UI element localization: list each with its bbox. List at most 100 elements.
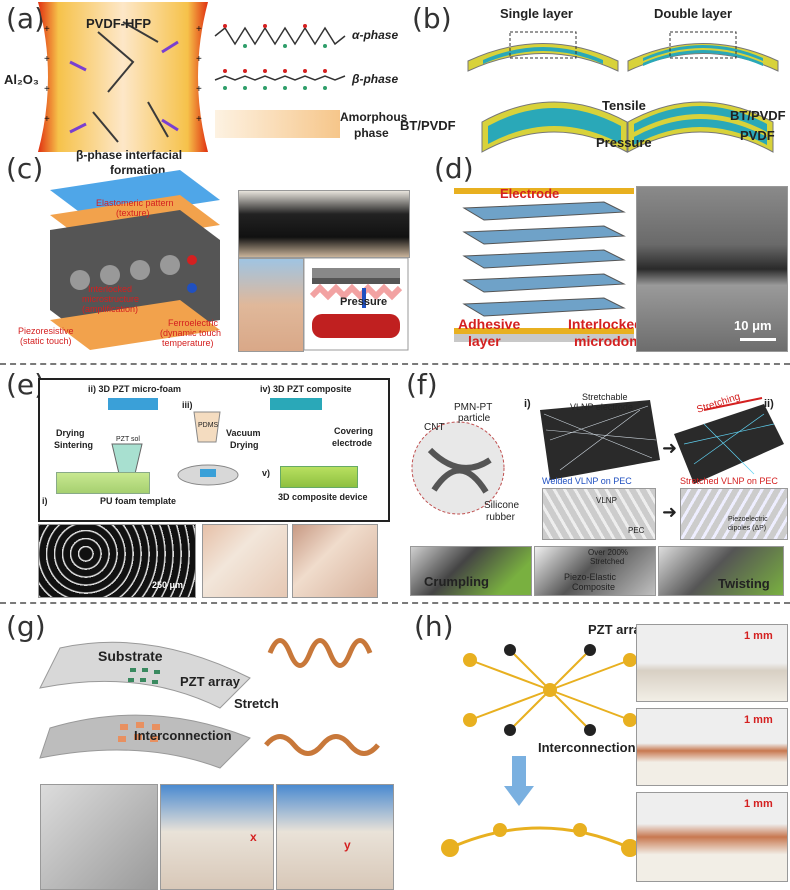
interlocked-label-1: Interlocked [88, 284, 133, 294]
pzt-array-network [463, 644, 637, 736]
composite-label-2: Composite [572, 582, 616, 592]
substrate-label: Substrate [98, 648, 163, 664]
crumpling-photo [410, 546, 532, 596]
over-200-label-2: Stretched [590, 557, 625, 566]
covering-electrode-label: electrode [332, 438, 373, 448]
sem-scale-bar [740, 338, 776, 341]
panel-label-a: (a) [6, 2, 46, 35]
stretched-photo [534, 546, 656, 596]
stretched-vlnp-image [680, 488, 788, 540]
alpha-chain [214, 24, 346, 48]
crumpling-label: Crumpling [424, 574, 489, 589]
svg-text:+: + [196, 84, 202, 95]
pu-foam-label: PU foam template [100, 496, 177, 506]
pec-label: PEC [636, 466, 655, 476]
double-layer-label: Double layer [654, 6, 733, 21]
down-arrow [504, 756, 534, 806]
foam-scale-label: 250 μm [152, 580, 184, 590]
pmn-pt-label-2: particle [458, 413, 491, 424]
stretchable-label-1: Stretchable [582, 392, 628, 402]
pvdf-interface-schematic: ++++ ++++ [38, 2, 208, 152]
scale-label-1: 1 mm [744, 630, 773, 642]
interlocked-label-3: (amplification) [82, 304, 139, 314]
svg-text:+: + [196, 24, 202, 35]
micro-foam-block [108, 398, 158, 410]
scale-label-2: 1 mm [744, 714, 773, 726]
step-3-label: iii) [182, 400, 193, 410]
adhesive-label-2: layer [468, 333, 501, 349]
amorphous-label-2: phase [354, 126, 389, 140]
y-axis-label: y [344, 838, 351, 852]
drying-label: Drying [56, 428, 85, 438]
panel-label-c: (c) [6, 152, 44, 185]
vacuum-label: Vacuum [226, 428, 261, 438]
x-axis-label: x [250, 830, 257, 844]
pzt-sol-label: PZT sol [116, 436, 140, 443]
vlnp-on-pec [540, 400, 660, 480]
piezoresistive-label-2: (static touch) [20, 336, 72, 346]
svg-text:+: + [44, 54, 50, 65]
step-i-label: i) [524, 398, 531, 410]
interlocked-label-2: microstructure [82, 294, 140, 304]
pressure-label-c: Pressure [340, 296, 388, 308]
pu-foam-block [56, 472, 150, 494]
tensile-label: Tensile [602, 98, 646, 113]
pressure-label: Pressure [596, 135, 652, 150]
interlocked-microdome-2: microdome [574, 333, 650, 349]
scale-label-3: 1 mm [744, 798, 773, 810]
step-1-label: i) [42, 496, 48, 506]
interconnection-label-h: Interconnection [538, 740, 636, 755]
pdms-label: PDMS [198, 422, 219, 429]
device-block [280, 466, 358, 488]
panel-label-f: (f) [406, 368, 438, 401]
double-layer-zoom [627, 101, 774, 153]
stretchable-label-2: VLNP electrode [570, 402, 633, 412]
wrist-photo [238, 258, 304, 352]
pdms-cup [193, 411, 221, 443]
panel-f: (f) PMN-PT particle CNT Silicone rubber … [400, 366, 790, 596]
material-label: PVDF-HFP [86, 16, 151, 31]
stretched-electrode [674, 397, 784, 484]
composite-zoom-circle [411, 421, 505, 515]
panel-label-d: (d) [434, 152, 474, 185]
elastomeric-label-2: (texture) [116, 208, 150, 218]
serpentine-stretched [264, 734, 380, 756]
panel-label-b: (b) [412, 2, 452, 35]
array-photo-3 [276, 784, 394, 890]
device-on-skin-photo-2 [292, 524, 378, 598]
electrode-label: Electrode [500, 186, 560, 201]
panel-a: (a) ++++ ++++ PVDF-H [0, 0, 407, 177]
elastomeric-label-1: Elastomeric pattern [96, 198, 174, 208]
serpentine-unstretched [267, 638, 373, 668]
twisting-photo [658, 546, 784, 596]
piezoresistive-label-1: Piezoresistive [18, 326, 74, 336]
beta-chain [214, 69, 346, 90]
divider-1 [0, 363, 790, 365]
beta-label: β-phase [352, 72, 399, 86]
ferroelectric-label-1: Ferroelectric [168, 318, 219, 328]
panel-label-h: (h) [414, 610, 454, 643]
stretch-label: Stretch [234, 696, 279, 711]
array-photo-1 [40, 784, 158, 890]
step-ii-label: ii) [764, 398, 774, 410]
sintering-label: Sintering [54, 440, 94, 450]
amorphous-swatch [215, 110, 340, 138]
device-label: 3D composite device [278, 492, 368, 502]
arrow-1: ➜ [662, 438, 678, 458]
sem-scale-label: 10 μm [734, 318, 772, 333]
interconnection-label-g: Interconnection [134, 728, 232, 743]
microdome-stack [454, 188, 634, 342]
substrate-sheets [39, 641, 251, 769]
silicone-label-1: Silicone [484, 500, 520, 511]
over-200-label-1: Over 200% [588, 548, 629, 557]
dipoles-label-2: dipoles (ΔP) [728, 525, 767, 532]
side-view-photo-1 [636, 624, 788, 702]
pdms-disc [177, 464, 239, 486]
panel-h: (h) PZT array Interconnection 1 mm 1 mm … [400, 608, 790, 888]
svg-text:+: + [44, 24, 50, 35]
step-5-label: v) [262, 468, 271, 478]
fabrication-process-box [38, 378, 390, 522]
pzt-array-stretched [441, 823, 639, 857]
array-photo-2 [160, 784, 274, 890]
svg-text:+: + [196, 114, 202, 125]
